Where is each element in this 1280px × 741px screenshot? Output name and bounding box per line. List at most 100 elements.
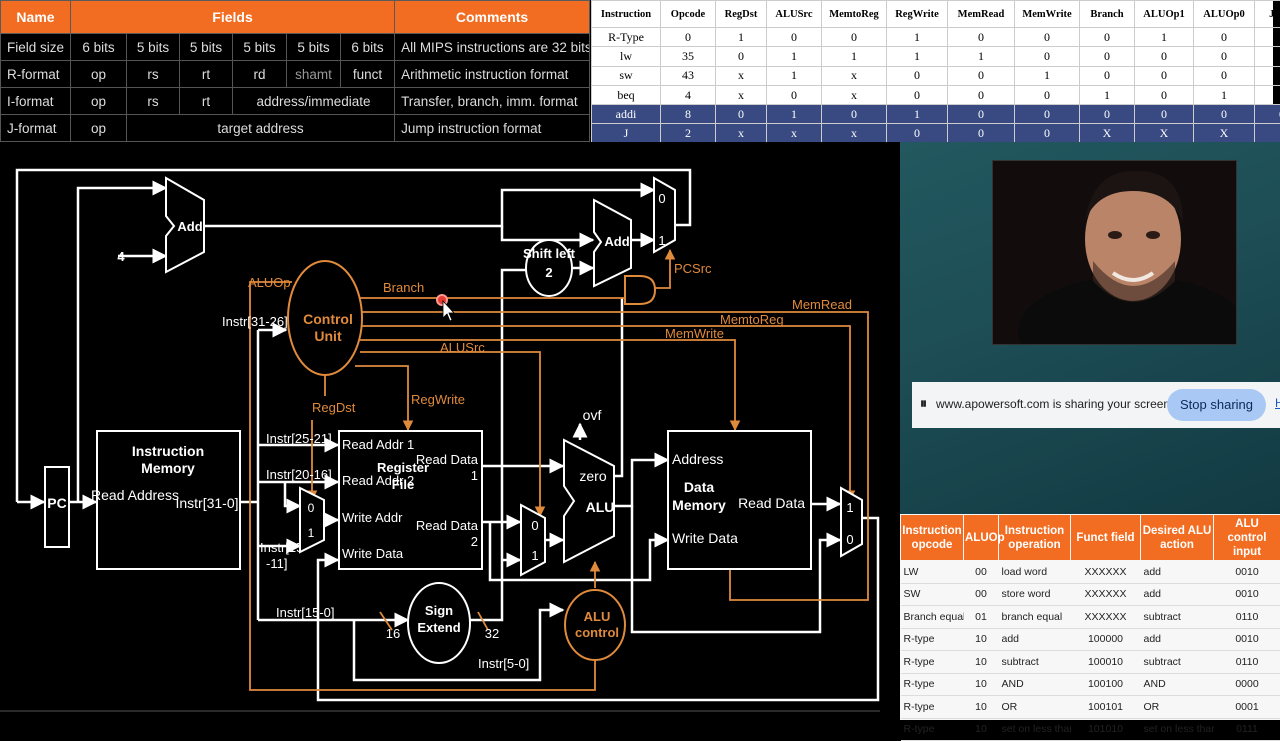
alu-cell: store word xyxy=(999,583,1071,606)
control-cell: 0 xyxy=(887,124,948,143)
format-cell: rt xyxy=(180,61,233,88)
alu-zero-label: zero xyxy=(579,468,606,484)
format-cell: shamt xyxy=(287,61,341,88)
alu-cell: 0110 xyxy=(1214,606,1280,629)
format-cell: address/immediate xyxy=(233,88,395,115)
control-cell: 2 xyxy=(661,124,716,143)
alu-cell: 01 xyxy=(964,606,999,629)
alu-cell: set on less than xyxy=(999,718,1071,741)
control-cell: 1 xyxy=(887,105,948,124)
alusrc-mux-0: 0 xyxy=(531,518,538,533)
control-table-row: beq4x0x0001010 xyxy=(592,85,1280,104)
control-cell: 1 xyxy=(1194,85,1255,104)
alu-cell: R-type xyxy=(901,651,964,674)
constant-four: 4 xyxy=(117,249,125,264)
memtoreg-mux-1: 1 xyxy=(846,500,853,515)
alu-cell: 0000 xyxy=(1214,673,1280,696)
control-cell: 1 xyxy=(767,66,822,85)
control-cell: 1 xyxy=(887,28,948,47)
control-header-cell: MemtoReg xyxy=(822,1,887,28)
aluop-label: ALUOp xyxy=(248,275,291,290)
alu-cell: Branch equal xyxy=(901,606,964,629)
instr-31-26-label: Instr[31-26] xyxy=(222,314,288,329)
format-cell: Jump instruction format xyxy=(395,115,590,142)
control-cell: 0 xyxy=(1194,105,1255,124)
control-cell: 1 xyxy=(948,47,1015,66)
pc-label: PC xyxy=(47,495,66,511)
control-cell: 0 xyxy=(1194,47,1255,66)
control-cell: 0 xyxy=(767,28,822,47)
format-header-comments: Comments xyxy=(395,1,590,34)
control-cell: 1 xyxy=(716,28,767,47)
format-cell: R-format xyxy=(1,61,71,88)
instr-25-21-label: Instr[25-21] xyxy=(266,431,332,446)
alu-cell: add xyxy=(999,628,1071,651)
control-cell: 0 xyxy=(1135,85,1194,104)
format-cell: rs xyxy=(127,61,180,88)
pcsrc-mux-1: 1 xyxy=(658,233,665,248)
alusrc-label: ALUSrc xyxy=(440,340,485,355)
control-cell: 0 xyxy=(948,66,1015,85)
screen-share-bar: ⏸ www.apowersoft.com is sharing your scr… xyxy=(912,382,1280,428)
format-cell: op xyxy=(71,61,127,88)
alu-cell: SW xyxy=(901,583,964,606)
sign-extend-label-line: Sign xyxy=(425,603,453,618)
instr-15-0-label: Instr[15-0] xyxy=(276,605,335,620)
control-header-cell: Branch xyxy=(1080,1,1135,28)
control-cell: 0 xyxy=(948,85,1015,104)
format-cell: funct xyxy=(341,61,395,88)
alu-cell: add xyxy=(1141,628,1214,651)
control-cell: 0 xyxy=(1255,28,1280,47)
control-cell: 0 xyxy=(822,28,887,47)
alu-cell: 10 xyxy=(964,673,999,696)
rf-read-data-1-text: Read Data xyxy=(416,452,479,467)
control-cell: 0 xyxy=(1255,85,1280,104)
rf-title-line-cont: File xyxy=(392,477,414,492)
format-cell: rd xyxy=(233,61,287,88)
alu-cell: 0110 xyxy=(1214,651,1280,674)
control-cell: 0 xyxy=(716,47,767,66)
control-cell: 0 xyxy=(767,85,822,104)
alu-cell: 10 xyxy=(964,651,999,674)
control-cell: 0 xyxy=(887,66,948,85)
format-cell: rt xyxy=(180,88,233,115)
control-cell: 0 xyxy=(887,85,948,104)
alu-cell: OR xyxy=(999,696,1071,719)
format-cell: rs xyxy=(127,88,180,115)
control-cell: x xyxy=(822,66,887,85)
alu-cell: 00 xyxy=(964,561,999,584)
control-header-cell: Instruction xyxy=(592,1,661,28)
pause-icon[interactable]: ⏸ xyxy=(920,395,927,412)
memwrite-label: MemWrite xyxy=(665,326,724,341)
alu-header-cell: ALUOp xyxy=(964,515,999,561)
format-cell: 5 bits xyxy=(233,34,287,61)
regdst-mux xyxy=(300,488,324,552)
control-cell: 0 xyxy=(1080,28,1135,47)
alu-cell: 0010 xyxy=(1214,583,1280,606)
hide-link[interactable]: H xyxy=(1275,396,1280,410)
control-cell: 1 xyxy=(1080,85,1135,104)
alu-cell: add xyxy=(1141,583,1214,606)
imem-read-address: Read Address xyxy=(91,487,179,503)
shift-label-line-cont: 2 xyxy=(545,265,552,280)
dm-read-data: Read Data xyxy=(738,495,805,511)
format-row: I-format op rs rt address/immediate Tran… xyxy=(1,88,590,115)
control-table-row: addi80101000000 xyxy=(592,105,1280,124)
instr-5-0-label: Instr[5-0] xyxy=(478,656,529,671)
format-cell: target address xyxy=(127,115,395,142)
alu-header-cell: Funct field xyxy=(1071,515,1141,561)
alu-cell: R-type xyxy=(901,673,964,696)
alu-cell: set on less than xyxy=(1141,718,1214,741)
imem-title-line: Instruction xyxy=(132,443,204,459)
control-cell: x xyxy=(716,85,767,104)
format-cell: All MIPS instructions are 32 bits long xyxy=(395,34,590,61)
format-cell: 6 bits xyxy=(71,34,127,61)
stop-sharing-button[interactable]: Stop sharing xyxy=(1167,389,1266,421)
